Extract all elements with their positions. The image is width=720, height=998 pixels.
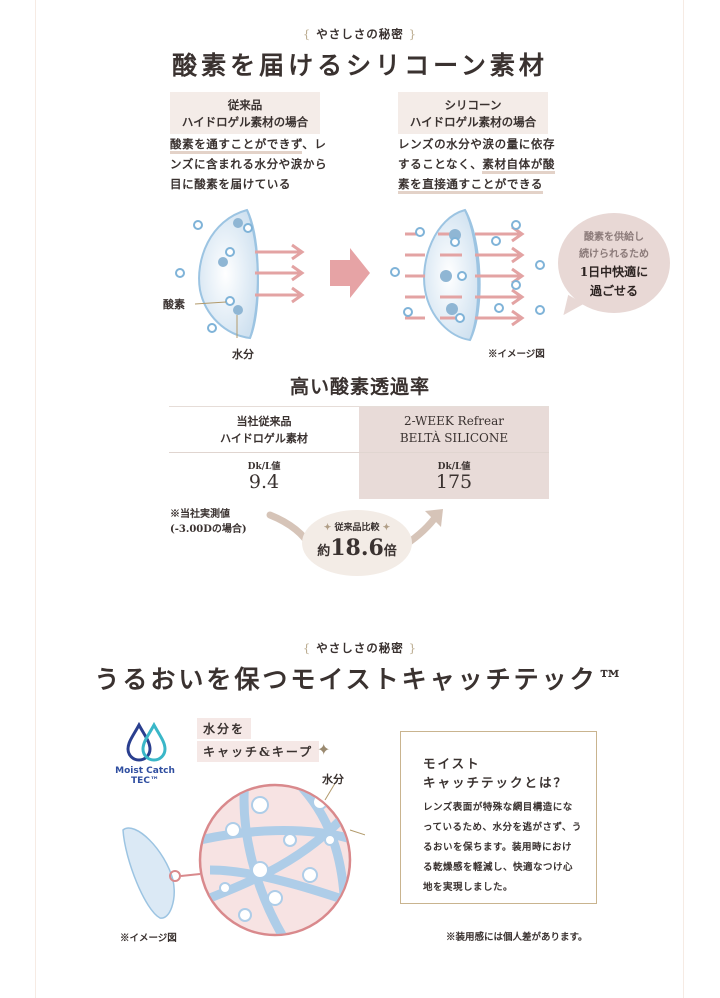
comparison-ratio: ✦ 従来品比較 ✦ 約18.6倍 [302,510,412,576]
conventional-label: 従来品 ハイドロゲル素材の場合 [170,92,320,134]
mesh-structure-diagram [122,779,365,937]
sparkle-icon: ✦ [317,740,331,759]
silicone-dkl-value: 175 [435,471,473,493]
oxygen-diagram [175,208,545,342]
oxygen-comparison-table: 当社従来品 ハイドロゲル素材 Dk/L値 9.4 2-WEEK Refrear … [169,406,549,499]
section2-headline: うるおいを保つモイストキャッチテック™ [94,665,626,694]
section1-kicker: { やさしさの秘密 } [302,27,418,41]
conventional-lens-icon [198,208,259,340]
transition-arrow-icon [330,248,370,298]
page-frame [35,0,684,998]
oxygen-arrows-icon [255,243,305,304]
section2-kicker: { やさしさの秘密 } [302,641,418,655]
conventional-dkl-value: 9.4 [248,471,280,493]
catch-label-line1: 水分を [197,718,252,739]
benefit-bubble: 酸素を供給し 続けられるため 1日中快適に 過ごせる [558,213,670,313]
section1-headline: 酸素を届けるシリコーン素材 [172,51,548,80]
water-label: 水分 [232,348,254,361]
oxygen-label: 酸素 [163,298,185,311]
conventional-column: 当社従来品 ハイドロゲル素材 Dk/L値 9.4 [169,407,359,499]
water-label-2: 水分 [322,773,344,786]
image-note: ※イメージ図 [488,349,545,360]
moist-catch-logo-text: Moist Catch TEC™ [115,766,175,786]
moist-catch-explanation-box: モイスト キャッチテックとは？ レンズ表面が特殊な網目構造になっているため、水分… [400,731,597,904]
image-note-2: ※イメージ図 [120,933,177,944]
disclaimer: ※装用感には個人差があります。 [446,932,588,943]
small-lens-icon [122,827,175,919]
moist-catch-logo-icon [126,722,167,762]
silicone-description: レンズの水分や涙の量に依存 することなく、素材自体が酸 素を直接通すことができる [398,134,555,194]
catch-label-line2: キャッチ&キープ [197,741,320,762]
conventional-description: 酸素を通すことができず、レ ンズに含まれる水分や涙から 目に酸素を届けている [170,137,328,191]
measurement-footnote: ※当社実測値 (-3.00Dの場合) [170,509,247,535]
silicone-label: シリコーン ハイドロゲル素材の場合 [398,92,548,134]
oxygen-table-title: 高い酸素透過率 [289,376,430,398]
silicone-column: 2-WEEK Refrear BELTÀ SILICONE Dk/L値 175 [359,407,549,499]
